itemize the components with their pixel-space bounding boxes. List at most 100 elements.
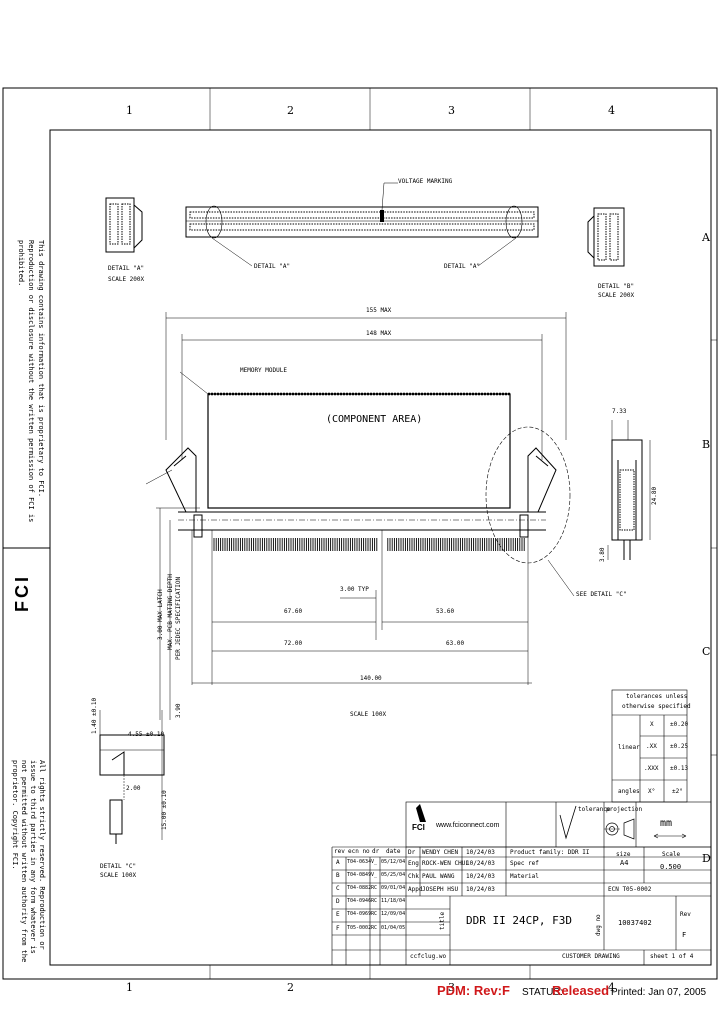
units-arrow bbox=[653, 833, 687, 839]
zone-row-a: A bbox=[702, 231, 710, 244]
spec-ref: Spec ref bbox=[510, 860, 539, 867]
tol-row-3-key: .XXX bbox=[644, 765, 659, 772]
dim-side-top-label: 7.33 bbox=[612, 408, 627, 415]
zone-row-d: D bbox=[702, 852, 711, 865]
detail-a-left-label: DETAIL "A" bbox=[254, 263, 291, 270]
zone-col-3: 3 bbox=[448, 104, 455, 117]
seat-label: 3.90 bbox=[175, 703, 182, 718]
voltage-marking-label: VOLTAGE MARKING bbox=[398, 178, 453, 185]
dwg-no: 10037402 bbox=[618, 919, 652, 927]
sig-date-2: 10/24/03 bbox=[466, 860, 495, 867]
rev-header-dr: dr bbox=[372, 848, 380, 855]
sig-name-1: WENDY CHEN bbox=[422, 849, 459, 856]
scale-main-label: SCALE 100X bbox=[350, 711, 387, 718]
memory-module-label: MEMORY MODULE bbox=[240, 367, 287, 374]
rev-row-d-date: 11/18/04 bbox=[381, 898, 406, 904]
rev-row-b-rev: B bbox=[336, 872, 340, 879]
dim-right-full-label: 63.00 bbox=[446, 640, 465, 647]
dim-inner-label: 148 MAX bbox=[366, 330, 392, 337]
rev-row-c-dr: RC bbox=[371, 885, 378, 891]
sig-role-4: Appd bbox=[408, 886, 423, 893]
rev-row-f-dr: RC bbox=[371, 925, 378, 931]
angles-key: X° bbox=[648, 788, 656, 795]
rev-row-c-date: 09/01/04 bbox=[381, 885, 406, 891]
jedec-label: PER JEDEC SPECIFICATION bbox=[175, 576, 182, 660]
zone-row-c: C bbox=[702, 645, 711, 658]
detail-c-dim3: 2.00 bbox=[126, 785, 141, 792]
detail-b-view-label: DETAIL "B" bbox=[598, 283, 635, 290]
tol-row-2-val: ±0.25 bbox=[670, 743, 689, 750]
dim-left-full-label: 72.00 bbox=[284, 640, 303, 647]
latch-label: 3.00 MAX LATCH bbox=[157, 589, 164, 640]
fci-logo-mark bbox=[416, 804, 426, 822]
scale-value: 0.500 bbox=[660, 863, 682, 871]
rev-row-d-ecn: T04-0946 bbox=[347, 898, 372, 904]
fci-logo-text: FCI bbox=[412, 823, 425, 832]
status-value: Released bbox=[552, 983, 610, 998]
detail-c-dim4: 15.00 ±0.10 bbox=[161, 790, 168, 830]
rev-row-e-dr: RC bbox=[371, 911, 378, 917]
rev-value: F bbox=[682, 931, 687, 939]
zone-col-4-bottom: 4 bbox=[608, 981, 615, 994]
title-label: title bbox=[439, 911, 446, 930]
rev-row-a-dr: V_ bbox=[371, 859, 378, 865]
website-label: www.fciconnect.com bbox=[436, 822, 500, 829]
component-area-label: (COMPONENT AREA) bbox=[326, 414, 423, 425]
customer-drawing: CUSTOMER DRAWING bbox=[562, 953, 620, 960]
sig-role-2: Eng bbox=[408, 860, 419, 867]
connector-side-view bbox=[607, 420, 651, 560]
sig-date-4: 10/24/03 bbox=[466, 886, 495, 893]
rev-header-date: date bbox=[386, 848, 401, 855]
tol-row-2-key: .XX bbox=[646, 743, 657, 750]
detail-c-dim1: 1.40 ±0.10 bbox=[91, 697, 98, 734]
sig-role-1: Dr bbox=[408, 849, 416, 856]
dim-total-label: 140.00 bbox=[360, 675, 382, 682]
rev-row-a-date: 05/12/04 bbox=[381, 859, 406, 865]
detail-b-scale-label: SCALE 200X bbox=[598, 292, 635, 299]
dim-left-label: 67.60 bbox=[284, 608, 303, 615]
status-label: STATUS: bbox=[522, 987, 563, 998]
detail-c-dim2: 4.55 ±0.10 bbox=[128, 731, 165, 738]
connector-front-view bbox=[145, 447, 557, 685]
detail-a-scale-label: SCALE 200X bbox=[108, 276, 145, 283]
rev-row-a-ecn: T04-0634 bbox=[347, 859, 372, 865]
rev-row-b-dr: V_ bbox=[371, 872, 378, 878]
scale-label: Scale bbox=[662, 851, 681, 858]
size-value: A4 bbox=[620, 859, 629, 867]
size-label: size bbox=[616, 851, 631, 858]
projection-symbol bbox=[604, 818, 635, 840]
dim-right-label: 53.60 bbox=[436, 608, 455, 615]
rev-header-ecn: ecn no bbox=[348, 848, 370, 855]
detail-a-left-view bbox=[105, 197, 143, 253]
tolerance-checkmark bbox=[559, 805, 577, 840]
detail-a-view-label: DETAIL "A" bbox=[108, 265, 145, 272]
sig-role-3: Chk bbox=[408, 873, 419, 880]
zone-col-1-bottom: 1 bbox=[126, 981, 133, 994]
dim-key-label: 3.00 TYP bbox=[340, 586, 369, 593]
detail-c-view bbox=[99, 710, 165, 844]
rev-row-a-rev: A bbox=[336, 859, 340, 866]
rev-row-f-date: 01/04/05 bbox=[381, 925, 406, 931]
tol-row-1-key: X bbox=[650, 721, 654, 728]
rev-row-e-rev: E bbox=[336, 911, 340, 918]
dim-overall-label: 155 MAX bbox=[366, 307, 392, 314]
rev-row-e-date: 12/09/04 bbox=[381, 911, 406, 917]
connector-top-view bbox=[185, 182, 539, 267]
rev-row-c-ecn: T04-0882 bbox=[347, 885, 372, 891]
tol-row-3-val: ±0.13 bbox=[670, 765, 689, 772]
rev-row-d-dr: RC bbox=[371, 898, 378, 904]
angles-label: angles bbox=[618, 788, 640, 795]
memory-module bbox=[179, 371, 511, 509]
detail-b-right-view bbox=[587, 207, 625, 267]
rev-row-b-ecn: T04-0849 bbox=[347, 872, 372, 878]
sig-name-3: PAUL WANG bbox=[422, 873, 455, 880]
zone-col-2-bottom: 2 bbox=[287, 981, 294, 994]
ecn-number: ECN T05-0002 bbox=[608, 886, 652, 893]
rev-row-d-rev: D bbox=[336, 898, 340, 905]
drawing-title: DDR II 24CP, F3D bbox=[466, 914, 572, 927]
sig-name-4: JOSEPH HSU bbox=[422, 886, 459, 893]
rev-row-e-ecn: T04-0969 bbox=[347, 911, 372, 917]
rev-header-rev: rev bbox=[334, 848, 345, 855]
